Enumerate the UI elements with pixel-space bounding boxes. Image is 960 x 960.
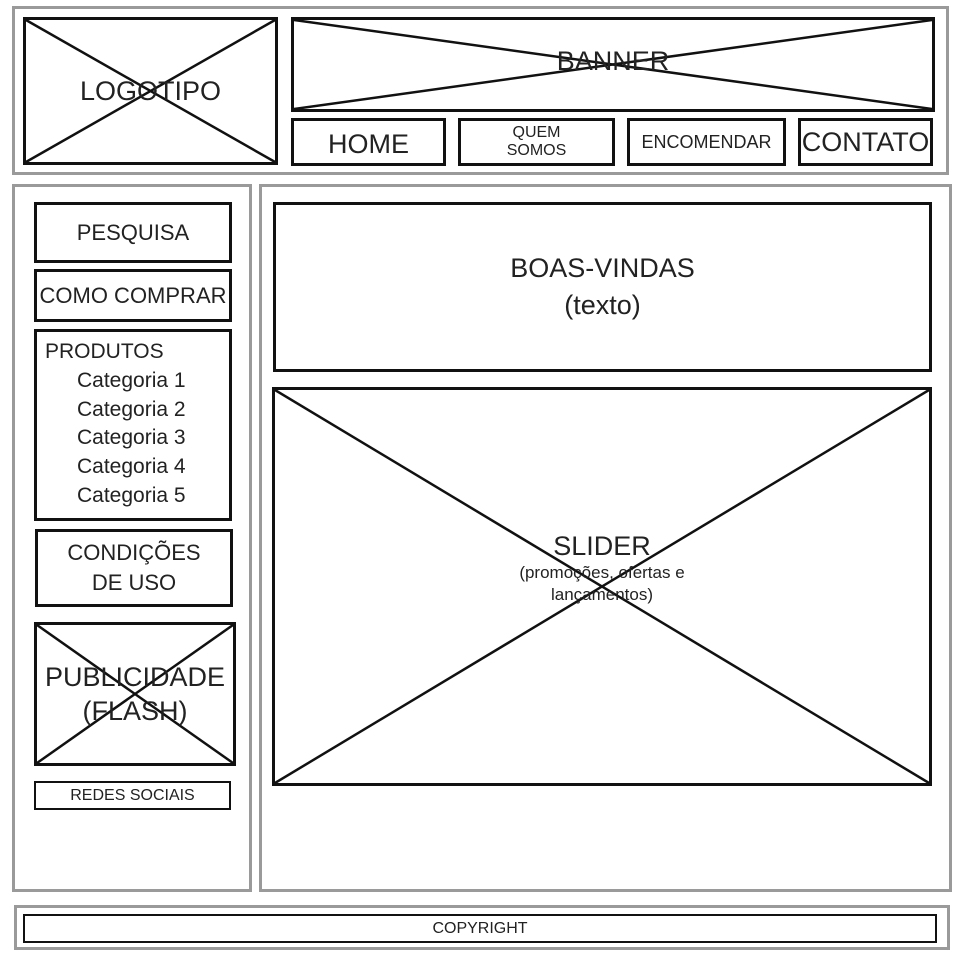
welcome-title: BOAS-VINDAS [510,253,695,283]
copyright-label: COPYRIGHT [432,919,528,937]
how-to-buy-label: COMO COMPRAR [39,282,227,308]
slider-title: SLIDER [553,531,651,561]
placeholder-cross-icon [26,20,275,162]
ad-placeholder[interactable]: PUBLICIDADE (FLASH) [34,622,236,766]
nav-encomendar-label: ENCOMENDAR [641,131,772,152]
welcome-text-block: BOAS-VINDAS (texto) [273,202,932,372]
terms-link[interactable]: CONDIÇÕES DE USO [35,529,233,607]
placeholder-cross-icon [37,625,233,763]
products-menu: PRODUTOS Categoria 1 Categoria 2 Categor… [34,329,232,521]
sidebar [12,184,252,892]
logo-placeholder[interactable]: LOGOTIPO [23,17,278,165]
social-links[interactable]: REDES SOCIAIS [34,781,231,810]
placeholder-cross-icon [275,390,929,783]
social-label: REDES SOCIAIS [70,786,195,804]
slider-placeholder[interactable]: SLIDER (promoções, ofertas e lançamentos… [272,387,932,786]
copyright-bar: COPYRIGHT [23,914,937,943]
category-link[interactable]: Categoria 1 [77,368,186,392]
search-label: PESQUISA [76,219,190,245]
category-link[interactable]: Categoria 5 [77,483,186,507]
main-content [259,184,952,892]
nav-quem-somos-line1: QUEM [512,123,561,141]
welcome-subtitle: (texto) [564,290,641,320]
nav-encomendar[interactable]: ENCOMENDAR [627,118,786,166]
banner-placeholder[interactable]: BANNER [291,17,935,112]
nav-quem-somos[interactable]: QUEM SOMOS [458,118,615,166]
logo-label: LOGOTIPO [79,75,222,106]
nav-contato-label: CONTATO [801,126,930,157]
nav-home[interactable]: HOME [291,118,446,166]
ad-line2: (FLASH) [82,696,188,726]
footer [14,905,950,950]
ad-line1: PUBLICIDADE [44,662,226,692]
terms-line2: DE USO [91,570,177,595]
slider-description-line2: lançamentos) [550,585,654,604]
slider-description-line1: (promoções, ofertas e [519,563,685,582]
how-to-buy-link[interactable]: COMO COMPRAR [34,269,232,322]
category-link[interactable]: Categoria 4 [77,455,186,479]
category-link[interactable]: Categoria 3 [77,426,186,450]
placeholder-cross-icon [294,20,932,109]
nav-contato[interactable]: CONTATO [798,118,933,166]
terms-line1: CONDIÇÕES [67,540,201,565]
banner-label: BANNER [556,46,670,76]
nav-home-label: HOME [328,128,409,159]
category-link[interactable]: Categoria 2 [77,397,186,421]
header [12,6,949,175]
products-title: PRODUTOS [45,340,164,363]
search-box[interactable]: PESQUISA [34,202,232,263]
nav-quem-somos-line2: SOMOS [506,142,567,159]
